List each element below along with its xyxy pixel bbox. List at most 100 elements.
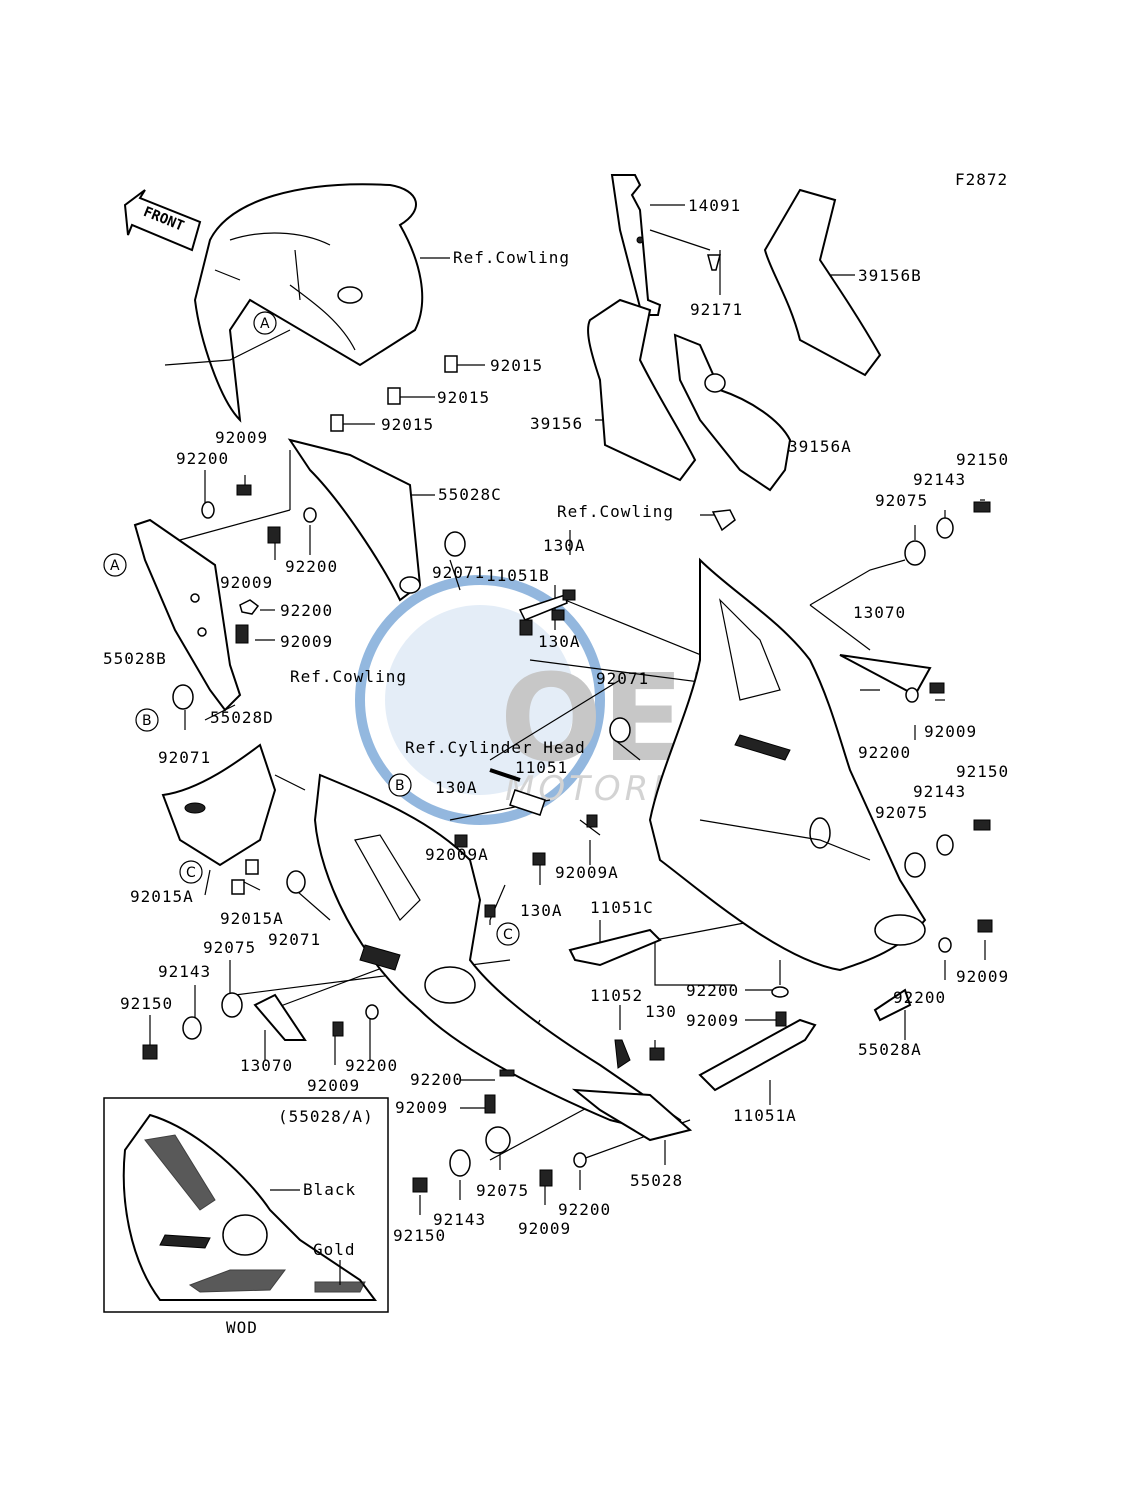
label-92009-r3: 92009: [956, 967, 1009, 986]
circle-marker-c-1: C: [179, 860, 203, 884]
label-14091: 14091: [688, 196, 741, 215]
svg-text:B: B: [142, 713, 152, 729]
svg-text:C: C: [186, 865, 196, 881]
label-92071-a: 92071: [432, 563, 485, 582]
label-92009-b2: 92009: [518, 1219, 571, 1238]
label-92200-r2: 92200: [686, 981, 739, 1000]
label-39156b: 39156B: [858, 266, 922, 285]
label-11051: 11051: [515, 758, 568, 777]
label-92075-r2: 92075: [875, 803, 928, 822]
label-92009-r2: 92009: [686, 1011, 739, 1030]
label-39156: 39156: [530, 414, 583, 433]
label-92015-2: 92015: [437, 388, 490, 407]
label-92150-l: 92150: [120, 994, 173, 1013]
label-39156a: 39156A: [788, 437, 852, 456]
inset-box: [103, 1097, 389, 1313]
label-92171: 92171: [690, 300, 743, 319]
label-92071-d: 92071: [596, 669, 649, 688]
label-92075-l: 92075: [203, 938, 256, 957]
label-92200-mid: 92200: [285, 557, 338, 576]
grommet-92071-d: [609, 717, 631, 743]
label-92200-bl: 92200: [345, 1056, 398, 1075]
bracket-11051b: [518, 589, 576, 636]
fasteners-right-bottom: [771, 919, 993, 1027]
bolt-130: [649, 1047, 665, 1061]
label-92009a-1: 92009A: [425, 845, 489, 864]
label-92009-r1: 92009: [924, 722, 977, 741]
inset-black-label: Black: [303, 1180, 356, 1199]
inset-caption: WOD: [226, 1318, 258, 1337]
clip-92015-group: [330, 355, 458, 432]
label-55028: 55028: [630, 1171, 683, 1190]
bracket-11052: [614, 1039, 631, 1069]
circle-marker-b-1: B: [135, 708, 159, 732]
fasteners-right-top: [839, 501, 991, 703]
label-92150-r2: 92150: [956, 762, 1009, 781]
label-92200-left: 92200: [176, 449, 229, 468]
clip-92015a-1: [245, 859, 259, 875]
label-92200-b: 92200: [410, 1070, 463, 1089]
label-55028d: 55028D: [210, 708, 274, 727]
label-ref-cowling-mid: Ref.Cowling: [290, 667, 407, 686]
label-92200-mid2: 92200: [280, 601, 333, 620]
label-92200-b2: 92200: [558, 1200, 611, 1219]
label-92009-mid: 92009: [220, 573, 273, 592]
label-92071-b: 92071: [158, 748, 211, 767]
label-11051a: 11051A: [733, 1106, 797, 1125]
inset-title: (55028/A): [278, 1107, 374, 1126]
label-130a-2: 130A: [520, 901, 563, 920]
label-92075-b: 92075: [476, 1181, 529, 1200]
side-panel-55028b: [133, 518, 242, 712]
label-92143-r2: 92143: [913, 782, 966, 801]
label-55028c: 55028C: [438, 485, 502, 504]
clip-ref-cowling-right: [711, 509, 736, 532]
label-92075-r1: 92075: [875, 491, 928, 510]
label-92143-b: 92143: [433, 1210, 486, 1229]
circle-marker-a-2: A: [103, 553, 127, 577]
grommet-92071-c: [286, 870, 306, 894]
label-92150-r1: 92150: [956, 450, 1009, 469]
label-13070-l: 13070: [240, 1056, 293, 1075]
label-92009-b: 92009: [395, 1098, 448, 1117]
front-arrow-icon: FRONT: [123, 189, 202, 252]
figure-code: F2872: [955, 170, 1008, 189]
bracket-11051: [454, 768, 598, 918]
label-92009-top: 92009: [215, 428, 268, 447]
inset-gold-label: Gold: [313, 1240, 356, 1259]
fasteners-right-mid: [904, 819, 991, 878]
label-92150-b: 92150: [393, 1226, 446, 1245]
svg-text:A: A: [110, 558, 120, 574]
bracket-14091: [610, 174, 662, 316]
label-13070-r: 13070: [853, 603, 906, 622]
label-ref-cylinder-head: Ref.Cylinder Head: [405, 738, 586, 757]
inner-panel-55028c: [287, 438, 422, 602]
label-130a-3: 130A: [543, 536, 586, 555]
trim-13070-left: [253, 993, 307, 1041]
label-92200-r1: 92200: [858, 743, 911, 762]
label-92200-r3: 92200: [893, 988, 946, 1007]
label-130a-1: 130A: [435, 778, 478, 797]
label-92015-3: 92015: [381, 415, 434, 434]
fasteners-left-bottom: [142, 992, 515, 1114]
label-92015a-2: 92015A: [220, 909, 284, 928]
decal-39156a: [673, 333, 792, 492]
bracket-11051c: [568, 928, 662, 967]
svg-text:A: A: [260, 316, 270, 332]
label-11052: 11052: [590, 986, 643, 1005]
upper-cowling: [193, 183, 424, 423]
label-92015-1: 92015: [490, 356, 543, 375]
bracket-11051a: [698, 1018, 817, 1092]
part-labels: Ref.Cowling 92015 92015 92015 92009 9220…: [103, 196, 1009, 1245]
label-92071-c: 92071: [268, 930, 321, 949]
label-92009a-2: 92009A: [555, 863, 619, 882]
label-ref-cowling-right: Ref.Cowling: [557, 502, 674, 521]
label-92015a-1: 92015A: [130, 887, 194, 906]
label-130a-4: 130A: [538, 632, 581, 651]
label-11051c: 11051C: [590, 898, 654, 917]
lower-panel-55028d: [161, 743, 277, 867]
label-55028b: 55028B: [103, 649, 167, 668]
label-92009-bl: 92009: [307, 1076, 360, 1095]
main-lower-cowl-right: [648, 557, 927, 972]
label-92009-mid2: 92009: [280, 632, 333, 651]
